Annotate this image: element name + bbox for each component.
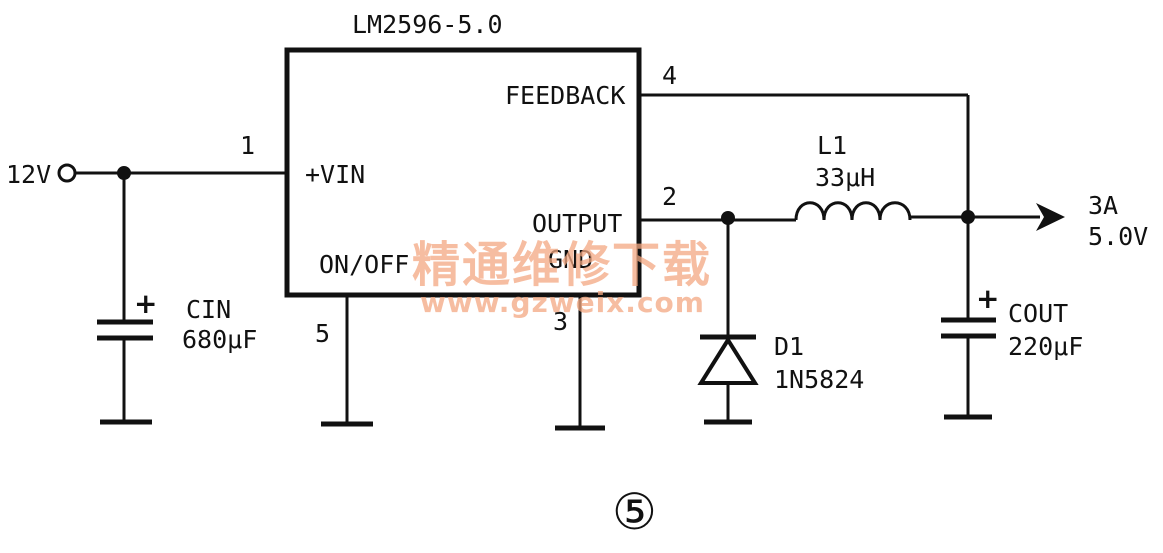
input-voltage-label: 12V [6,160,51,189]
watermark-url: www.gzweix.com [420,286,705,319]
watermark-text: 精通维修下载 [412,237,712,293]
pin-label-gnd: GND [548,245,593,274]
pin-number-1: 1 [240,131,255,160]
ic-body [284,47,642,298]
inductor-l1 [794,201,912,221]
d1-anode-triangle [697,336,759,385]
pin-number-2: 2 [662,182,677,211]
pin-label-feedback: FEEDBACK [505,81,625,110]
pin-number-3: 3 [553,307,568,336]
d1-name: D1 [774,332,804,361]
pin-label-vin: +VIN [305,160,365,189]
input-terminal [57,163,77,183]
cin-plus-icon: + [134,287,157,320]
cin-value: 680μF [182,325,257,354]
d1-part: 1N5824 [774,365,864,394]
cout-plus-icon: + [976,282,999,315]
pin-number-4: 4 [662,61,677,90]
cout-name: COUT [1008,299,1068,328]
figure-label: ⑤ [612,483,657,541]
output-current: 3A [1088,191,1118,220]
output-voltage: 5.0V [1088,222,1148,251]
l1-name: L1 [817,131,847,160]
ic-part-label: LM2596-5.0 [352,10,503,39]
l1-value: 33μH [815,163,875,192]
pin-number-5: 5 [315,319,330,348]
output-arrow-icon [1036,203,1065,231]
pin-label-onoff: ON/OFF [319,250,409,279]
cout-value: 220μF [1008,332,1083,361]
pin-label-output: OUTPUT [532,209,622,238]
cin-name: CIN [186,295,231,324]
